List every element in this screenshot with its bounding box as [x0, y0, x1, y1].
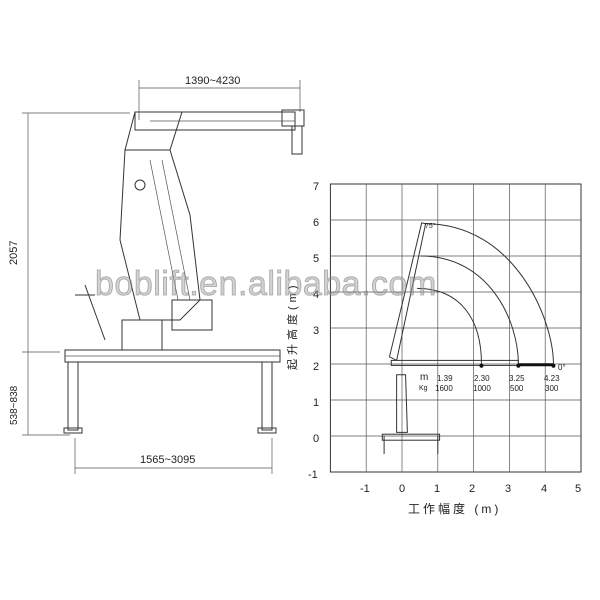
- y-tick: 2: [313, 361, 319, 373]
- load-radius: 2.30: [474, 374, 490, 383]
- x-tick: 1: [434, 483, 440, 495]
- reach-arc: [424, 223, 554, 365]
- boom-horizontal: [390, 359, 519, 366]
- y-tick: 1: [313, 397, 319, 409]
- dim-leg-height: 538~838: [9, 385, 20, 425]
- unit-distance: m: [420, 372, 428, 383]
- load-value: 300: [545, 384, 559, 393]
- load-value: 1000: [473, 384, 491, 393]
- dim-boom-reach: 1390~4230: [185, 75, 240, 87]
- load-point-marker: [551, 363, 556, 368]
- x-tick: 5: [575, 483, 581, 495]
- reach-arc: [420, 255, 519, 365]
- y-tick: 5: [313, 253, 319, 265]
- load-value: 500: [510, 384, 524, 393]
- load-value: 1600: [435, 384, 453, 393]
- chart-ticks: 7 6 5 4 3 2 1 0 -1 -1 0 1 2 3 4 5: [308, 181, 581, 495]
- y-tick: 7: [313, 181, 319, 193]
- crane-side-elevation: 1390~4230 2057 538~838 1565~3095: [8, 75, 305, 474]
- load-point-marker: [516, 363, 521, 368]
- y-tick: 0: [313, 433, 319, 445]
- unit-load: Kg: [419, 385, 428, 392]
- load-point-labels: 1.39 1600 2.30 1000 3.25 500 4.23 300: [435, 374, 560, 393]
- load-chart: 7 6 5 4 3 2 1 0 -1 -1 0 1 2 3 4 5 工作幅度 (…: [285, 181, 582, 516]
- dim-outrigger-span: 1565~3095: [140, 454, 195, 466]
- x-tick: 4: [541, 483, 547, 495]
- y-tick: 6: [313, 217, 319, 229]
- load-radius: 1.39: [437, 374, 453, 383]
- angle-0-label: 0°: [558, 363, 566, 372]
- angle-75-label: 75°: [425, 222, 436, 230]
- load-radius: 4.23: [544, 374, 560, 383]
- reach-arc: [417, 287, 482, 365]
- load-point-marker: [479, 363, 484, 368]
- chart-grid: [329, 183, 582, 473]
- crane-column: [396, 374, 408, 433]
- x-axis-label: 工作幅度 (m): [408, 501, 501, 516]
- x-tick: 3: [505, 483, 511, 495]
- watermark: boblift.en.alibaba.com: [95, 265, 437, 304]
- load-radius: 3.25: [509, 374, 525, 383]
- dim-height: 2057: [8, 241, 20, 265]
- x-tick: 0: [399, 483, 405, 495]
- crane-boom-positions: [381, 222, 556, 454]
- x-tick: -1: [360, 483, 370, 495]
- y-axis-label: 起升高度(m): [285, 282, 299, 371]
- y-tick: 3: [313, 325, 319, 337]
- y-tick: -1: [308, 469, 318, 481]
- crane-base: [381, 433, 441, 441]
- y-tick: 4: [313, 289, 319, 301]
- x-tick: 2: [469, 483, 475, 495]
